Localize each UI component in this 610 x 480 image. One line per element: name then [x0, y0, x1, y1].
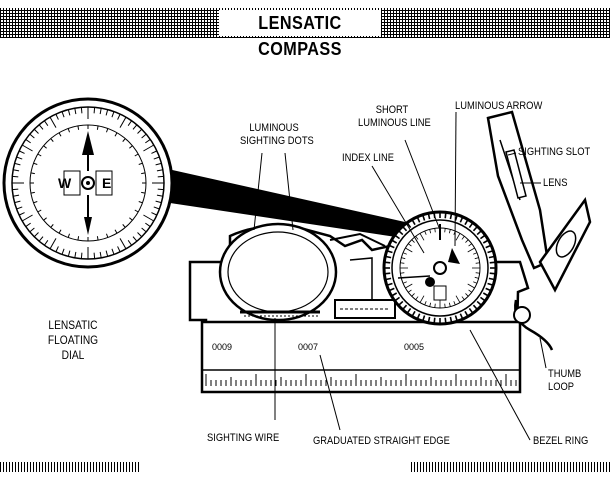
luminous-arrow-mark [448, 248, 460, 264]
north-arrow [82, 131, 94, 155]
label-luminous-sighting-dots: LUMINOUS SIGHTING DOTS [240, 122, 314, 147]
bezel-assembly [382, 210, 498, 326]
dial-mil-ticks [30, 125, 146, 241]
scale-number-0009: 0009 [212, 342, 232, 352]
bottom-banner [0, 462, 610, 472]
label-lensatic-floating-dial: LENSATIC FLOATING DIAL [47, 318, 99, 362]
label-sighting-wire: SIGHTING WIRE [207, 432, 280, 444]
label-luminous-arrow: LUMINOUS ARROW [455, 100, 543, 112]
label-short-luminous-line: SHORT LUMINOUS LINE [358, 104, 431, 129]
magnification-band [150, 165, 405, 238]
leader-lines [253, 111, 547, 441]
cover-lid [486, 110, 592, 351]
dial-east-letter: E [102, 175, 111, 191]
sighting-slot [505, 149, 527, 199]
dial-west-letter: W [58, 175, 72, 191]
ruler-ticks [205, 374, 517, 386]
floating-dial [2, 97, 174, 269]
label-index-line: INDEX LINE [342, 152, 394, 164]
dial-degree-ticks [12, 107, 164, 259]
scale-number-0007: 0007 [298, 342, 318, 352]
diagram-title: LENSATIC COMPASS [219, 10, 381, 59]
bezel-ring-teeth [384, 212, 496, 324]
small-dial-ticks [400, 228, 480, 308]
scale-number-0005: 0005 [404, 342, 424, 352]
label-lens: LENS [543, 177, 568, 189]
label-sighting-slot: SIGHTING SLOT [518, 146, 591, 158]
label-graduated-straight-edge: GRADUATED STRAIGHT EDGE [313, 435, 450, 447]
label-bezel-ring: BEZEL RING [533, 435, 589, 447]
label-thumb-loop: THUMB LOOP [548, 368, 582, 393]
